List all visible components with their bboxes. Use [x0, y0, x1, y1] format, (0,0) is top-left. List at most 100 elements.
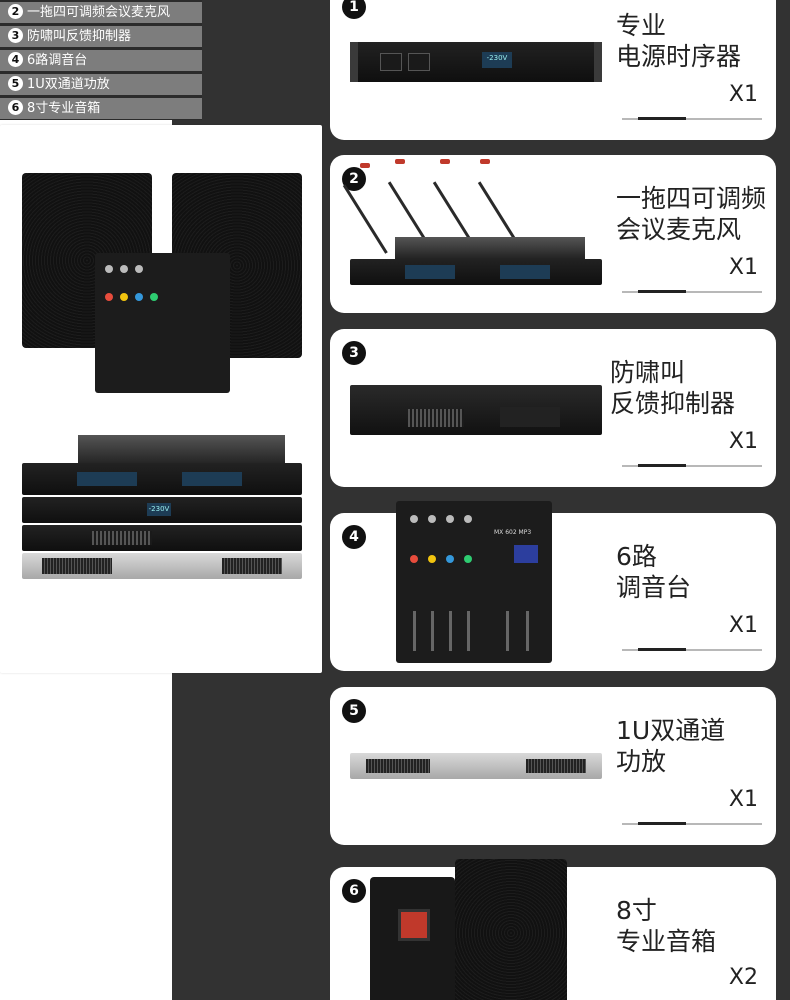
product-list-label: 一拖四可调频会议麦克风	[27, 5, 171, 20]
product-list-item[interactable]: 5 1U双通道功放	[0, 74, 202, 95]
card-number-badge: 1	[342, 0, 366, 19]
number-badge: 4	[8, 52, 23, 67]
knob	[410, 555, 418, 563]
fader	[413, 611, 416, 651]
vent	[222, 558, 282, 574]
product-card-speakers[interactable]: 6 8寸专业音箱 X2	[330, 859, 776, 1000]
knob	[150, 293, 158, 301]
receiver-display	[500, 265, 550, 279]
number-badge: 2	[8, 4, 23, 19]
knob	[446, 515, 454, 523]
fader	[526, 611, 529, 651]
mic-receiver-image	[350, 259, 602, 285]
amplifier-image	[350, 753, 602, 779]
rack-ear	[594, 42, 602, 82]
knob	[105, 265, 113, 273]
product-list: 2 一拖四可调频会议麦克风 3 防啸叫反馈抑制器 4 6路调音台 5 1U双通道功放 6…	[0, 0, 202, 120]
product-list-item[interactable]: 4 6路调音台	[0, 50, 202, 71]
sequencer-image: -230V	[22, 497, 302, 523]
product-card-feedback-suppressor[interactable]: 3 防啸叫反馈抑制器 X1	[330, 329, 776, 487]
mixer-image	[95, 253, 230, 393]
feedback-suppressor-image	[22, 525, 302, 551]
mixer-image: MX 602 MP3	[396, 501, 552, 663]
rack-ear	[350, 42, 358, 82]
card-quantity: X1	[728, 82, 758, 107]
system-composite-image: -230V	[0, 125, 322, 673]
control-panel	[500, 407, 560, 427]
card-number-badge: 5	[342, 699, 366, 723]
card-title: 一拖四可调频会议麦克风	[616, 184, 767, 244]
knob	[120, 293, 128, 301]
mic-base	[440, 237, 495, 259]
sequencer-display: -230V	[147, 503, 171, 516]
product-card-microphones[interactable]: 2 一拖四可调频会议麦克风 X1	[330, 155, 776, 313]
card-quantity: X1	[728, 255, 758, 280]
card-number-badge: 3	[342, 341, 366, 365]
receiver-display	[182, 472, 242, 486]
product-card-sequencer[interactable]: 1 -230V 专业电源时序器 X1	[330, 0, 776, 140]
vent	[92, 531, 152, 545]
product-list-item[interactable]: 6 8寸专业音箱	[0, 98, 202, 119]
knob	[428, 555, 436, 563]
number-badge: 5	[8, 76, 23, 91]
product-list-item[interactable]: 2 一拖四可调频会议麦克风	[0, 2, 202, 23]
mixer-display	[514, 545, 538, 563]
receiver-display	[405, 265, 455, 279]
card-quantity: X2	[728, 965, 758, 990]
card-divider	[622, 648, 762, 651]
product-list-label: 6路调音台	[27, 53, 88, 68]
mic-tip	[440, 159, 450, 164]
knob	[464, 515, 472, 523]
card-title: 防啸叫反馈抑制器	[610, 358, 736, 418]
mixer-model-label: MX 602 MP3	[494, 529, 532, 536]
card-title: 1U双通道功放	[616, 716, 726, 776]
amplifier-image	[22, 553, 302, 579]
mic-receiver-image	[22, 463, 302, 495]
vent	[42, 558, 112, 574]
mic-tip	[395, 159, 405, 164]
speaker-input-panel	[398, 909, 430, 941]
mic-base	[78, 435, 138, 465]
knob	[135, 265, 143, 273]
fader	[431, 611, 434, 651]
product-list-label: 1U双通道功放	[27, 77, 110, 92]
product-list-label: 防啸叫反馈抑制器	[27, 29, 132, 44]
mic-base	[485, 237, 540, 259]
card-number-badge: 4	[342, 525, 366, 549]
fader	[449, 611, 452, 651]
product-list-item[interactable]: 3 防啸叫反馈抑制器	[0, 26, 202, 47]
fader	[506, 611, 509, 651]
product-card-mixer[interactable]: 4 MX 602 MP3 6路调音台 X1	[330, 501, 776, 671]
mic-gooseneck	[342, 184, 388, 254]
card-divider	[622, 822, 762, 825]
mic-tip	[480, 159, 490, 164]
speaker-rear-image	[370, 877, 455, 1000]
card-title: 6路调音台	[616, 542, 692, 602]
vent	[408, 409, 464, 427]
card-divider	[622, 290, 762, 293]
knob	[105, 293, 113, 301]
number-badge: 6	[8, 100, 23, 115]
card-quantity: X1	[728, 613, 758, 638]
knob	[410, 515, 418, 523]
sequencer-image: -230V	[350, 42, 602, 82]
product-list-label: 8寸专业音箱	[27, 101, 101, 116]
knob	[135, 293, 143, 301]
feedback-suppressor-image	[350, 385, 602, 435]
card-quantity: X1	[728, 787, 758, 812]
sequencer-display: -230V	[482, 52, 512, 68]
knob	[464, 555, 472, 563]
card-divider	[622, 117, 762, 120]
fader	[467, 611, 470, 651]
card-title: 专业电源时序器	[616, 11, 742, 71]
mic-tip	[360, 163, 370, 168]
card-quantity: X1	[728, 429, 758, 454]
product-card-amplifier[interactable]: 5 1U双通道功放 X1	[330, 687, 776, 845]
number-badge: 3	[8, 28, 23, 43]
knob	[428, 515, 436, 523]
card-title: 8寸专业音箱	[616, 896, 717, 956]
vent	[526, 759, 586, 773]
card-number-badge: 6	[342, 879, 366, 903]
mic-base	[395, 237, 450, 259]
